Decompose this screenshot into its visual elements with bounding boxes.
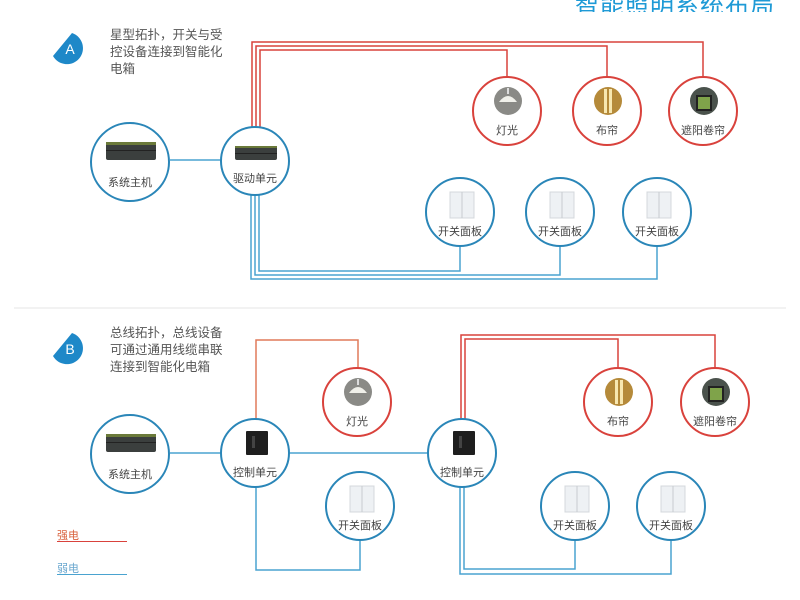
control-unit-icon: [453, 431, 475, 455]
node-roller-blind-a[interactable]: 遮阳卷帘: [668, 76, 738, 146]
node-label: 开关面板: [553, 519, 597, 532]
wire-b-control2-curtain: [464, 338, 619, 420]
node-label: 驱动单元: [233, 172, 277, 185]
wire-b-control1-switch: [255, 487, 361, 571]
node-driver-unit[interactable]: 驱动单元: [220, 126, 290, 196]
curtain-icon: [605, 378, 633, 406]
pendant-lamp-icon: [494, 87, 522, 115]
wire-a-driver-blind: [251, 41, 704, 127]
node-label: 控制单元: [233, 466, 277, 479]
host-controller-icon: [106, 434, 156, 452]
node-label: 系统主机: [108, 468, 152, 481]
roller-blind-icon: [690, 87, 718, 115]
switch-panel-icon: [646, 191, 672, 219]
node-label: 遮阳卷帘: [693, 415, 737, 428]
node-switch-b-3[interactable]: 开关面板: [636, 471, 706, 541]
driver-unit-icon: [235, 146, 277, 160]
node-system-host-b[interactable]: 系统主机: [90, 414, 170, 494]
wire-b-control1-lamp: [255, 339, 359, 420]
switch-panel-icon: [349, 485, 375, 513]
wire-a-driver-switch1: [258, 194, 461, 272]
section-b-letter: B: [65, 341, 74, 357]
node-switch-a-3[interactable]: 开关面板: [622, 177, 692, 247]
node-label: 开关面板: [635, 225, 679, 238]
switch-panel-icon: [449, 191, 475, 219]
wire-b-control2-switch2: [463, 487, 576, 570]
section-b-desc-line: 连接到智能化电箱: [110, 359, 211, 374]
node-label: 遮阳卷帘: [681, 124, 725, 137]
switch-panel-icon: [549, 191, 575, 219]
section-a-letter: A: [65, 41, 75, 57]
switch-panel-icon: [660, 485, 686, 513]
node-label: 开关面板: [438, 225, 482, 238]
wire-b-control2-switch3: [459, 487, 672, 575]
wire-a-driver-switch3: [250, 194, 658, 280]
node-system-host-a[interactable]: 系统主机: [90, 122, 170, 202]
control-unit-icon: [246, 431, 268, 455]
section-b-desc-line: 总线拓扑，总线设备: [110, 325, 223, 340]
section-b-desc-line: 可通过通用线缆串联: [110, 342, 223, 357]
node-switch-a-2[interactable]: 开关面板: [525, 177, 595, 247]
node-label: 开关面板: [338, 519, 382, 532]
node-label: 布帘: [596, 124, 618, 137]
node-label: 灯光: [496, 124, 518, 137]
node-label: 开关面板: [649, 519, 693, 532]
node-control-unit-2[interactable]: 控制单元: [427, 418, 497, 488]
section-a-desc-line: 控设备连接到智能化: [110, 44, 223, 59]
node-label: 开关面板: [538, 225, 582, 238]
node-switch-b-2[interactable]: 开关面板: [540, 471, 610, 541]
node-control-unit-1[interactable]: 控制单元: [220, 418, 290, 488]
pendant-lamp-icon: [344, 378, 372, 406]
curtain-icon: [594, 87, 622, 115]
section-a-badge: A: [53, 33, 83, 65]
page-title: 智能照明系统布局: [575, 0, 800, 12]
node-lamp-b[interactable]: 灯光: [322, 367, 392, 437]
legend-weak-label: 弱电: [57, 562, 79, 575]
node-curtain-b[interactable]: 布帘: [583, 367, 653, 437]
wire-a-driver-curtain: [255, 45, 608, 127]
wire-a-driver-lamp: [259, 49, 508, 127]
node-label: 布帘: [607, 415, 629, 428]
host-controller-icon: [106, 142, 156, 160]
section-a-desc-line: 电箱: [110, 61, 136, 76]
wire-a-driver-switch2: [254, 194, 561, 276]
node-label: 灯光: [346, 415, 368, 428]
section-a-description: 星型拓扑，开关与受 控设备连接到智能化 电箱: [110, 26, 250, 77]
node-curtain-a[interactable]: 布帘: [572, 76, 642, 146]
node-switch-a-1[interactable]: 开关面板: [425, 177, 495, 247]
node-switch-b-1[interactable]: 开关面板: [325, 471, 395, 541]
roller-blind-icon: [702, 378, 730, 406]
wire-b-control2-blind: [460, 334, 716, 420]
switch-panel-icon: [564, 485, 590, 513]
section-b-badge: B: [53, 333, 83, 365]
section-divider: [14, 307, 786, 309]
node-lamp-a[interactable]: 灯光: [472, 76, 542, 146]
page-title-text: 智能照明系统布局: [575, 0, 800, 12]
section-b-description: 总线拓扑，总线设备 可通过通用线缆串联 连接到智能化电箱: [110, 324, 250, 375]
legend-weak-line: [57, 574, 127, 575]
legend-strong-label: 强电: [57, 529, 79, 542]
legend-strong-line: [57, 541, 127, 542]
node-label: 控制单元: [440, 466, 484, 479]
section-a-desc-line: 星型拓扑，开关与受: [110, 27, 223, 42]
node-label: 系统主机: [108, 176, 152, 189]
node-roller-blind-b[interactable]: 遮阳卷帘: [680, 367, 750, 437]
